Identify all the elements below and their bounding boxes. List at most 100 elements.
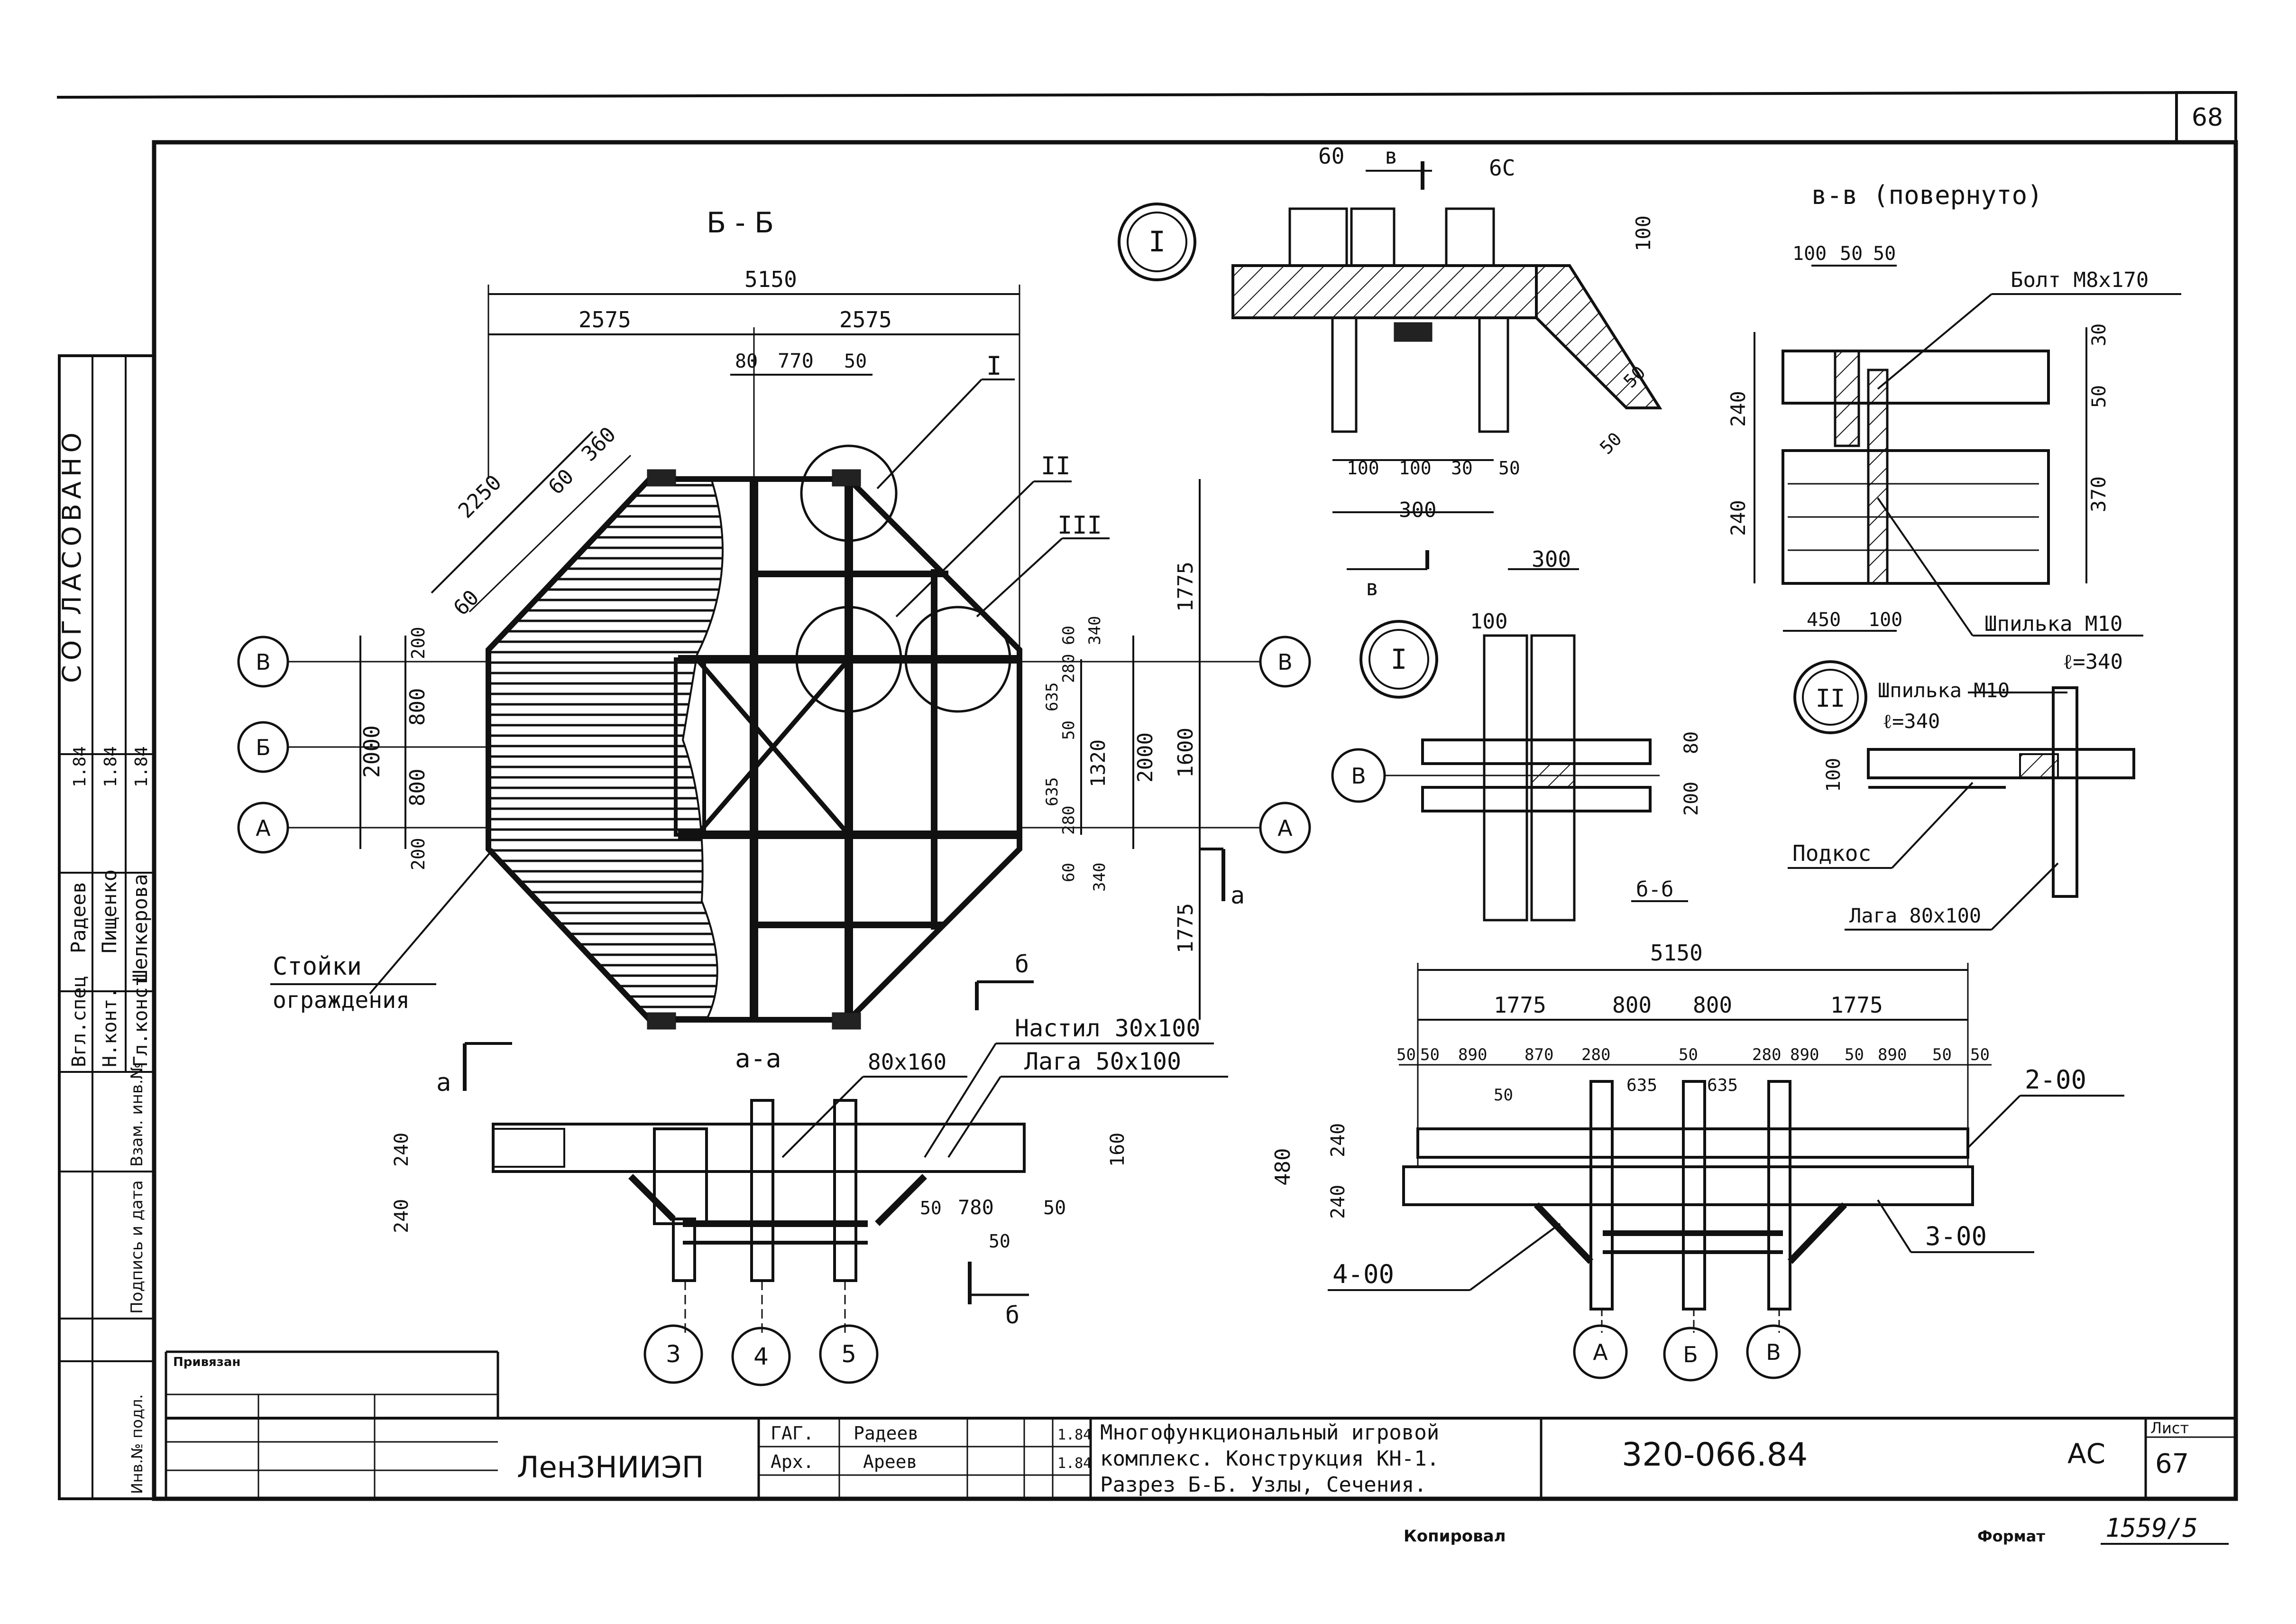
- aa-dim-50-left: 50: [920, 1198, 942, 1218]
- node-ii-title: II: [1816, 684, 1846, 713]
- inventory-number: 1559/5: [2105, 1513, 2198, 1543]
- node-ii-stud: Шпилька М10: [1878, 679, 2010, 702]
- stamp-signature-date: Подпись и дата: [128, 1180, 147, 1314]
- right-detail-50-a: 50: [1396, 1045, 1416, 1064]
- dim-60-right-top: 60: [1059, 626, 1078, 645]
- axis-a-left: А: [256, 815, 271, 841]
- right-detail-280-b: 280: [1752, 1045, 1781, 1064]
- railing-post: [647, 469, 676, 487]
- right-dim-240-bottom: 240: [1327, 1185, 1349, 1219]
- dim-635-right-top: 635: [1043, 683, 1062, 711]
- node-i-dim-300: 300: [1399, 498, 1436, 522]
- vv-dim-370: 370: [2087, 476, 2110, 512]
- aa-cut-mark: б: [1005, 1301, 1019, 1329]
- cut-mark-b: б: [1015, 950, 1029, 978]
- right-dim-240-top: 240: [1327, 1123, 1349, 1157]
- agreed-label: СОГЛАСОВАНО: [57, 428, 87, 683]
- right-detail-50-e: 50: [1932, 1045, 1952, 1064]
- approval-date-3: 1.84: [132, 746, 151, 787]
- dim-60-right-bottom: 60: [1059, 863, 1078, 882]
- dim-800-bottom-left: 800: [405, 769, 430, 806]
- dim-60-bottom: 60: [449, 585, 484, 620]
- approval-row-2: Пищенко: [98, 869, 121, 953]
- cut-mark-a-right: а: [1231, 882, 1245, 909]
- approval-row-3: Шелкерова: [129, 874, 152, 982]
- sheet-title-line-1: Многофункциональный игровой: [1100, 1421, 1439, 1445]
- section-bb: Б - Б 5150 2575 2575 80: [237, 206, 1311, 1097]
- node-i-dim-50-diag-b: 50: [1596, 428, 1626, 458]
- node-i-dim-6c: 6С: [1489, 155, 1515, 181]
- node-i-plan: I В 300 100 80 200 б-б: [1331, 546, 1702, 922]
- deck-boards-hatched: [487, 478, 724, 1021]
- vv-dim-100: 100: [1792, 243, 1827, 265]
- right-dim-480: 480: [1271, 1148, 1295, 1186]
- node-circle-ii: [795, 606, 902, 713]
- railing-post: [832, 469, 861, 487]
- callout-bolt: Болт М8х170: [2011, 268, 2149, 292]
- node-i-dim-100-vertical: 100: [1632, 215, 1655, 251]
- sheet-code: 320-066.84: [1622, 1436, 1808, 1474]
- node-circle-i: [800, 444, 898, 542]
- mark-3-00: 3-00: [1925, 1221, 1987, 1251]
- stage-code: АС: [2067, 1438, 2105, 1470]
- mark-4-00: 4-00: [1332, 1259, 1394, 1289]
- section-vv: в-в (повернуто) 100 50 50 30 240 50 240 …: [1727, 180, 2181, 674]
- right-dim-5150: 5150: [1650, 940, 1703, 966]
- dim-770: 770: [778, 349, 814, 372]
- dim-60-top: 60: [544, 464, 579, 499]
- node-mark-i: I: [986, 351, 1002, 381]
- aa-dim-50-below: 50: [989, 1231, 1010, 1252]
- aa-axis-5: 5: [841, 1340, 856, 1368]
- approval-role-1: Вгл.спец: [68, 976, 90, 1067]
- node-ii-joist: Лага 80х100: [1849, 904, 1981, 927]
- right-axis-a: А: [1593, 1339, 1608, 1365]
- section-aa-title: а-а: [735, 1043, 781, 1073]
- right-detail-870: 870: [1525, 1045, 1553, 1064]
- dim-2000-left: 2000: [359, 725, 385, 778]
- axis-a-right: А: [1277, 815, 1293, 841]
- approval-role-2: Н.конт.: [99, 987, 121, 1067]
- right-detail-635-b: 635: [1707, 1076, 1738, 1095]
- people-role-2: Арх.: [771, 1451, 814, 1472]
- vv-dim-240-top: 240: [1727, 391, 1750, 427]
- aa-dim-160: 160: [1107, 1133, 1129, 1167]
- stamp-replace-inventory: Взам. инв.№: [128, 1062, 147, 1167]
- callout-stud-length: ℓ=340: [2063, 650, 2123, 674]
- node-i-top: I 60 6С 100 100 100 30 50 300 50 50 в в: [1118, 143, 1662, 600]
- people-role-1: ГАГ.: [771, 1423, 814, 1444]
- approval-date-2: 1.84: [101, 746, 120, 787]
- dim-2000-right: 2000: [1133, 732, 1157, 783]
- dim-50: 50: [844, 351, 867, 372]
- dim-360: 360: [577, 423, 621, 466]
- cut-mark-a-left: а: [436, 1069, 451, 1097]
- vv-dim-100-bottom: 100: [1868, 609, 1902, 631]
- section-bb-title: Б - Б: [707, 206, 774, 240]
- node-i-dim-50: 50: [1498, 458, 1520, 479]
- right-deck: [1416, 1127, 1969, 1159]
- aa-callout-joist: Лага 50х100: [1024, 1048, 1181, 1075]
- right-detail-890-c: 890: [1878, 1045, 1907, 1064]
- vv-dim-450: 450: [1807, 609, 1841, 631]
- vv-dim-50: 50: [2088, 385, 2110, 408]
- callout-stud: Шпилька М10: [1984, 612, 2122, 636]
- vv-dim-50-b: 50: [1873, 243, 1896, 265]
- right-detail-50-d: 50: [1845, 1045, 1864, 1064]
- node-i-top-title: I: [1148, 225, 1166, 258]
- right-detail-635-a: 635: [1626, 1076, 1657, 1095]
- node-ii: II 100 Шпилька М10 ℓ=340 Подкос Лага 80х…: [1788, 660, 2135, 931]
- people-date-1: 1.84: [1057, 1427, 1092, 1443]
- dim-2575-right: 2575: [839, 307, 892, 332]
- node-i-plan-axis: В: [1351, 763, 1366, 789]
- dim-50-right: 50: [1059, 720, 1078, 740]
- people-name-1: Радеев: [854, 1423, 918, 1444]
- sheet-label: Лист: [2150, 1419, 2189, 1437]
- dim-1775-bottom: 1775: [1174, 903, 1198, 953]
- node-circle-iii: [904, 606, 1011, 713]
- node-ii-dim-100: 100: [1823, 758, 1845, 792]
- sheet-number: 67: [2155, 1449, 2189, 1479]
- right-dim-1775-right: 1775: [1830, 992, 1883, 1018]
- node-i-dim-60: 60: [1318, 143, 1344, 169]
- node-i-plan-dim-300: 300: [1532, 546, 1571, 572]
- node-i-plan-title: I: [1391, 643, 1407, 675]
- node-i-dim-100-b: 100: [1399, 458, 1432, 479]
